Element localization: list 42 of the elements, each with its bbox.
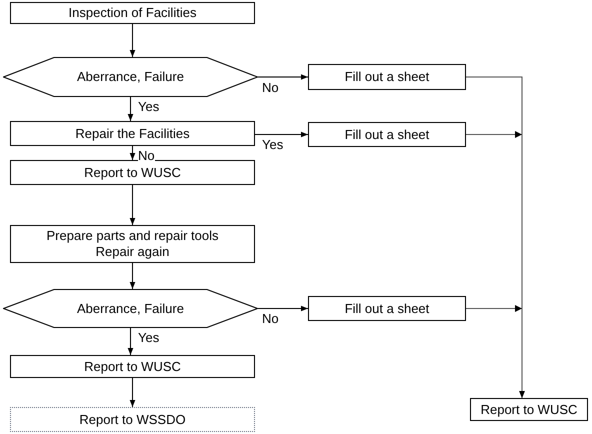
arrow <box>130 24 136 58</box>
node-text: Fill out a sheet <box>344 69 430 85</box>
process-box <box>10 225 255 263</box>
edge-label: No <box>138 148 155 163</box>
node-text: Prepare parts and repair tools <box>46 228 218 244</box>
node-text: Inspection of Facilities <box>68 5 196 21</box>
arrow <box>128 96 134 122</box>
node-text: Aberrance, Failure <box>77 69 184 85</box>
arrow <box>466 308 525 398</box>
arrow <box>130 146 136 160</box>
edge-label: Yes <box>262 137 284 152</box>
node-text: Aberrance, Failure <box>77 300 184 316</box>
process-box <box>10 121 255 146</box>
arrow <box>130 262 136 290</box>
arrow <box>258 74 308 80</box>
arrow <box>130 378 136 408</box>
node-text: Repair the Facilities <box>75 126 190 142</box>
edge-label: Yes <box>138 99 160 114</box>
process-box <box>308 64 466 90</box>
edge-label: No <box>262 311 279 326</box>
edge-label: No <box>262 80 279 95</box>
node-text: Fill out a sheet <box>344 300 430 316</box>
node-text: Report to WSSDO <box>79 412 186 428</box>
node-text: Repair again <box>96 244 170 260</box>
node-text: Report to WUSC <box>84 358 181 374</box>
arrow <box>130 184 136 226</box>
process-box <box>470 398 588 421</box>
process-box <box>308 122 466 147</box>
process-box <box>10 2 255 24</box>
process-box <box>10 160 255 185</box>
process-box <box>308 296 466 321</box>
node-text: Fill out a sheet <box>344 126 430 142</box>
arrow <box>258 306 308 312</box>
process-box <box>10 355 255 378</box>
edge-label: Yes <box>138 330 160 345</box>
node-text: Report to WUSC <box>480 402 578 418</box>
decision-hexagon <box>3 289 258 328</box>
arrow <box>128 328 134 356</box>
decision-hexagon <box>3 57 258 97</box>
process-box <box>10 407 255 432</box>
arrow <box>254 132 308 138</box>
node-text: Report to WUSC <box>84 164 181 180</box>
